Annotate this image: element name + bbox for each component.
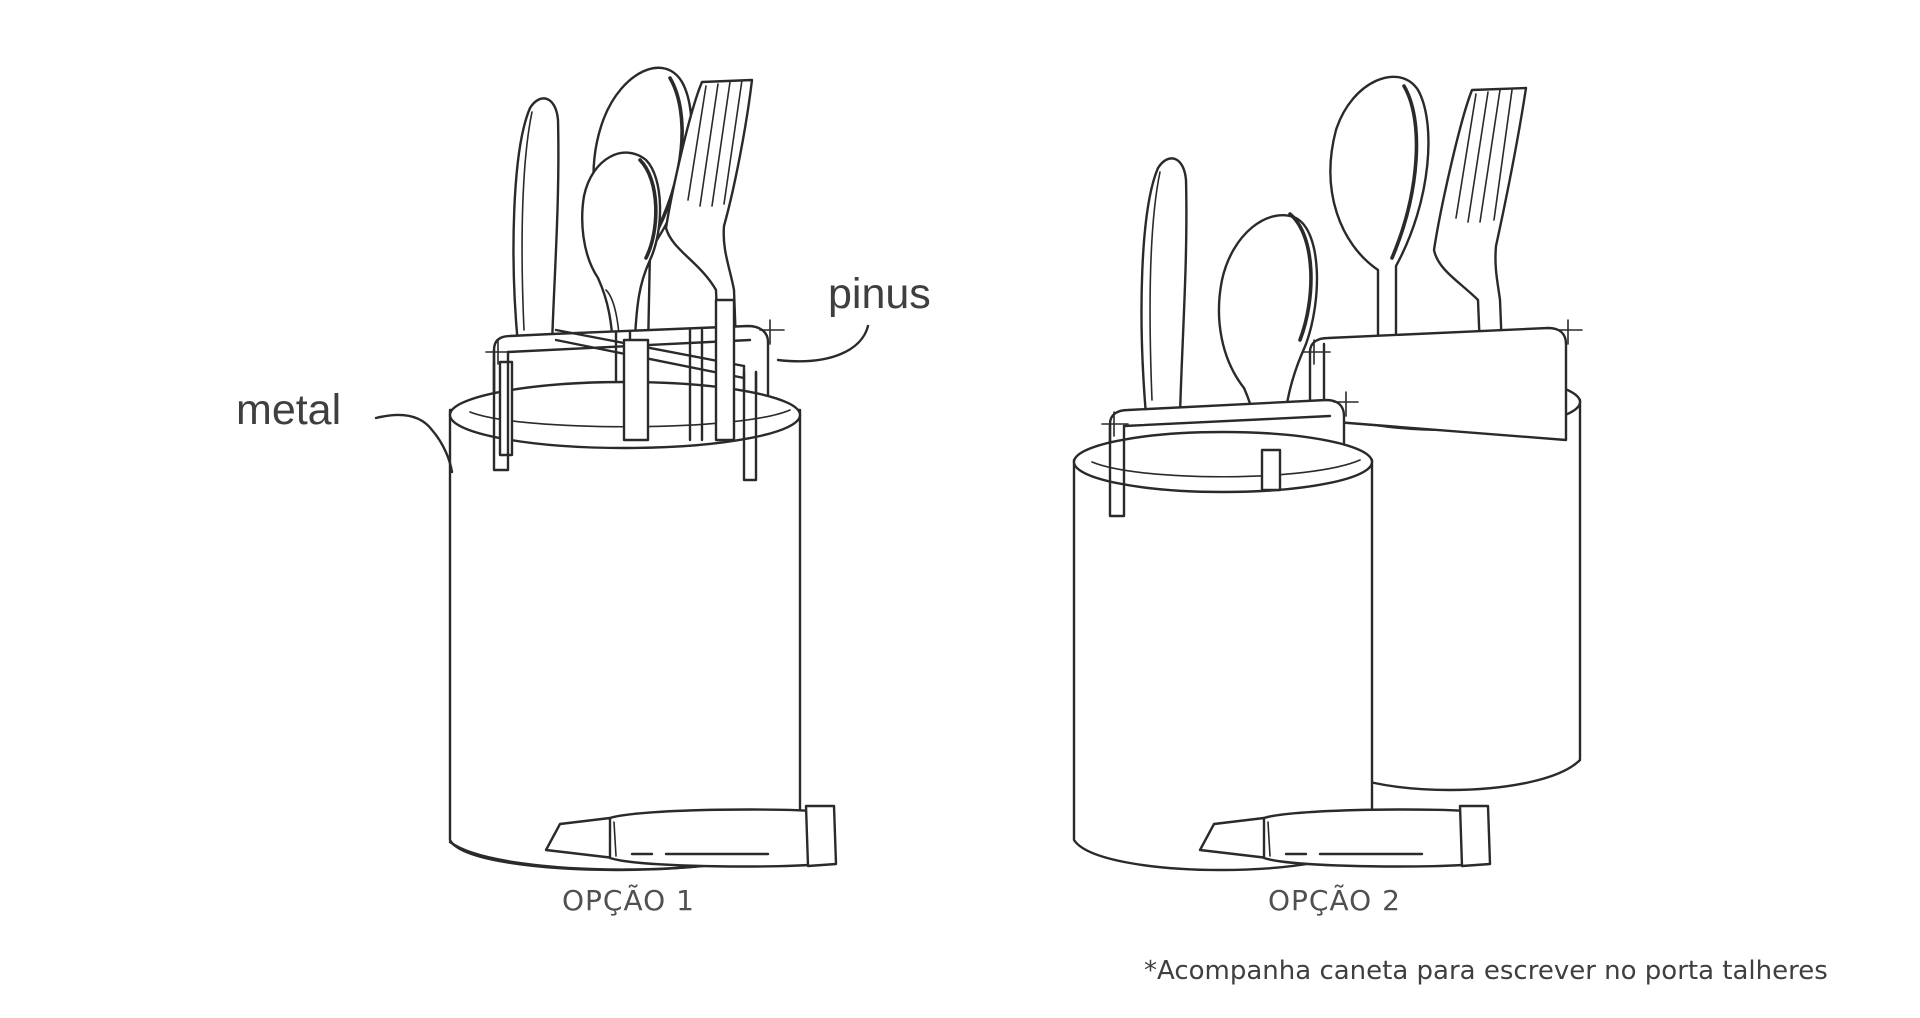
option1-drawing	[374, 66, 870, 872]
option2-spoon-back	[1329, 75, 1430, 352]
pinus-label: pinus	[828, 270, 931, 318]
pen-footnote: *Acompanha caneta para escrever no porta…	[1144, 956, 1828, 986]
pinus-callout-arrow	[776, 324, 870, 363]
option2-caption: OPÇÃO 2	[1268, 884, 1401, 917]
option2-front-cylinder	[1072, 430, 1374, 872]
metal-label: metal	[236, 386, 342, 434]
option1-fork	[664, 78, 754, 347]
option1-knife	[512, 97, 560, 347]
option2-drawing	[1072, 75, 1583, 872]
option1-caption: OPÇÃO 1	[562, 884, 695, 917]
option1-spoon-front	[581, 151, 662, 362]
option2-spoon-front	[1217, 212, 1319, 482]
option2-fork	[1432, 86, 1528, 352]
option1-cutlery-shafts	[492, 298, 758, 482]
option2-knife	[1140, 157, 1188, 417]
option2-back-divider	[1301, 319, 1583, 442]
metal-callout-arrow	[374, 413, 454, 474]
option2-cutlery-shafts	[1108, 438, 1282, 518]
option1-pen-icon	[544, 804, 838, 868]
option2-pen-icon	[1198, 804, 1492, 868]
